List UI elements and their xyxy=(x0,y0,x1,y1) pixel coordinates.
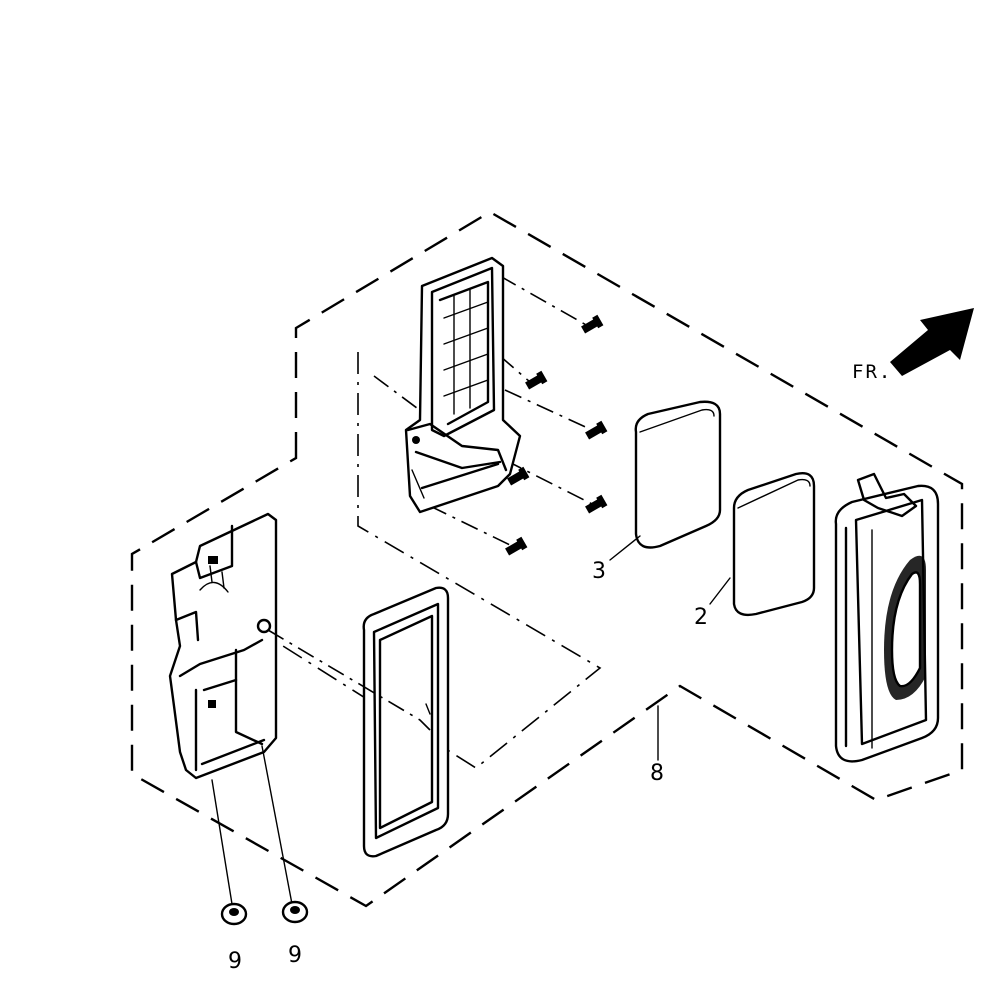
air-cleaner-base xyxy=(168,512,278,780)
callout-9-left-label: 9 xyxy=(228,949,242,974)
nut-left-leader xyxy=(211,779,233,905)
nut-right xyxy=(281,900,309,924)
nut-right-leader xyxy=(261,745,293,905)
callout-8-label: 8 xyxy=(650,761,664,786)
callout-9-right-label: 9 xyxy=(288,943,302,968)
screws xyxy=(505,314,608,556)
assembly-boundary xyxy=(130,210,964,908)
front-label: FR. xyxy=(852,361,892,383)
nut-left xyxy=(220,902,248,926)
air-cleaner-frame xyxy=(362,586,450,858)
callout-3-label: 3 xyxy=(592,559,606,584)
callout-2-leader xyxy=(709,577,731,605)
callout-2-label: 2 xyxy=(694,605,708,630)
base-alignment-line xyxy=(267,629,431,731)
front-arrow-icon xyxy=(890,308,974,376)
foam-element-outer xyxy=(634,400,722,549)
air-cleaner-case xyxy=(834,472,940,763)
air-cleaner-cover xyxy=(404,256,522,514)
front-direction-indicator: FR. xyxy=(852,308,974,383)
foam-element-inner xyxy=(732,472,816,617)
callout-3-leader xyxy=(609,535,641,561)
